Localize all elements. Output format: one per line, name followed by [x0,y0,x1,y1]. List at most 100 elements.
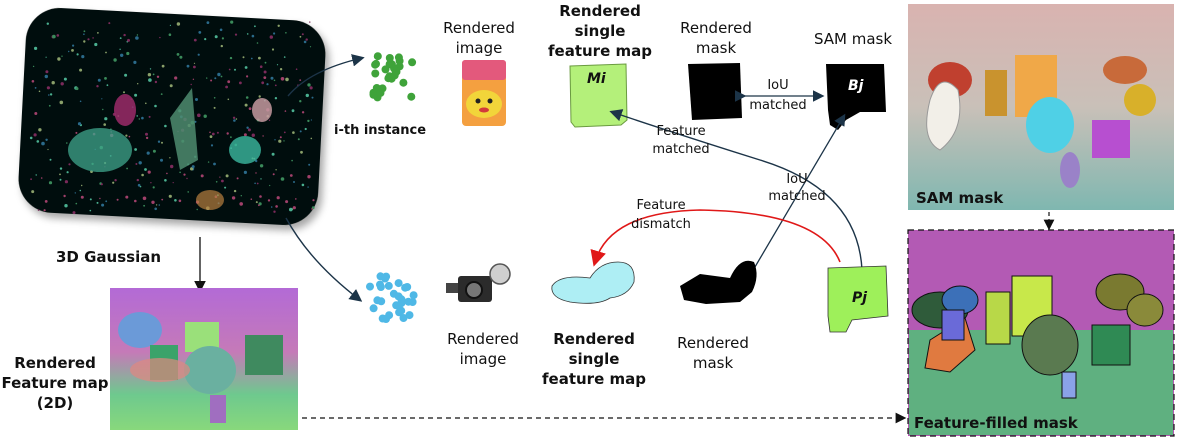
gaussian-point [307,83,311,87]
gaussian-point [105,51,107,54]
gaussian-point [169,84,173,88]
gaussian-point [145,102,147,105]
gaussian-point [258,95,261,98]
gaussian-point [246,75,249,78]
gaussian-point [34,87,37,89]
gaussian-point [80,195,84,199]
cluster-point [384,74,393,83]
gaussian-point [227,98,230,101]
iou-bottom-label-2: matched [768,189,825,204]
gaussian-point [143,204,146,207]
gaussian-point [147,170,151,174]
gaussian-point [229,56,233,60]
gaussian-point [221,37,224,40]
gaussian-point [89,198,92,201]
gaussian-point [273,32,276,35]
feature-filled-mask-label: Feature-filled mask [914,414,1079,432]
gaussian-point [190,83,192,86]
gaussian-point [192,78,195,81]
feature-filled-mask-panel [907,229,1175,437]
gaussian-point [43,209,46,212]
cluster-point [394,279,403,288]
cluster-point [409,291,418,300]
gaussian-point [45,138,48,141]
pj-mask [827,265,889,333]
cluster-point [405,311,414,320]
bj-symbol: Bj [848,78,864,94]
gaussian-point [75,87,79,91]
cluster-point [397,306,406,315]
gaussian-point [176,53,180,56]
gaussian-point [299,100,302,103]
gaussian-point [311,208,313,210]
gaussian-point [45,70,49,74]
gaussian-point [259,195,262,198]
gaussian-point [206,77,208,79]
iou-top-label-2: matched [749,98,806,113]
gaussian-point [251,34,255,38]
gaussian-point [157,140,161,143]
gaussian-point [258,56,261,60]
gaussian-point [284,110,287,112]
gaussian-point [228,68,231,71]
gaussian-point [119,48,121,50]
gaussian-point [244,103,248,107]
gaussian-point [103,123,106,126]
gaussian-point [159,36,161,39]
gaussian-point [166,172,168,175]
cluster-point [371,69,380,78]
gaussian-point [198,31,202,34]
gaussian-point [307,175,311,179]
gaussian-point [293,181,295,183]
gaussian-point [305,38,308,41]
gaussian-point [273,79,276,82]
gaussian-point [64,204,68,208]
gaussian-point [32,65,35,68]
gaussian-points [29,20,315,215]
cluster-point [381,65,390,74]
gaussian-point [209,131,211,134]
top-feature-label-2: single [575,22,626,40]
gaussian-point [247,128,251,132]
gaussian-point [81,55,85,59]
gaussian-point [308,163,311,166]
gaussian-point [279,136,282,139]
gaussian-point [172,182,174,184]
feature-matched-label-1: Feature [656,124,705,139]
gaussian-point [179,171,181,174]
gaussian-point [83,30,86,33]
gaussian-point [64,180,68,184]
gaussian-point [37,209,40,211]
gaussian-point [63,194,66,198]
gaussian-point [255,201,258,204]
gaussian-point [193,38,197,42]
gaussian-point [250,57,253,60]
bottom-rendered-mask-label-1: Rendered [677,334,749,352]
gaussian-point [305,93,309,98]
gaussian-point [270,76,274,80]
gaussian-point [106,84,109,87]
instance-points-blue [366,272,418,323]
gaussian-point [254,182,256,185]
gaussian-point [46,86,51,90]
gaussian-point [225,85,229,89]
gaussian-point [295,198,297,200]
gaussian-point [193,62,196,64]
gaussian-point [104,117,108,121]
gaussian-point [273,210,276,213]
gaussian-point [300,150,303,154]
gaussian-point [283,131,286,134]
gaussian-point [280,177,285,181]
gaussian-point [68,163,71,166]
iou-bottom-label-1: IoU [786,172,807,187]
gaussian-point [75,131,78,134]
gaussian-point [48,94,50,96]
gaussian-point [102,108,104,111]
gaussian-point [145,136,149,140]
gaussian-point [161,141,163,144]
gaussian-point [289,207,293,212]
gaussian-point [279,68,283,71]
bottom-feature-map-blob [551,261,635,304]
gaussian-point [133,60,137,64]
